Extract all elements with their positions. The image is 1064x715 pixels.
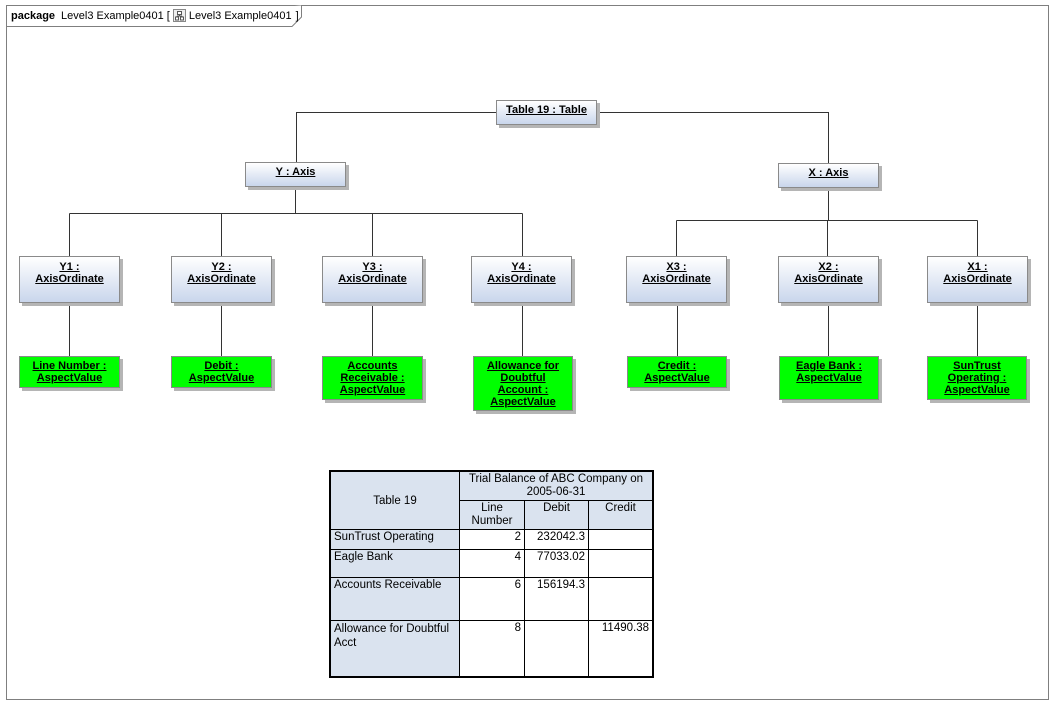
av-eagle-l1: Eagle Bank :: [795, 360, 863, 372]
bracket-open: [: [166, 9, 170, 22]
y4-label-line2: AxisOrdinate: [487, 273, 556, 285]
av-line-l1: Line Number :: [32, 360, 107, 372]
av-credit-l1: Credit :: [657, 360, 697, 372]
connector-y-axis-bus: [69, 187, 523, 214]
table-title: Trial Balance of ABC Company on 2005-06-…: [459, 470, 654, 501]
package-tab-label: package Level3 Example0401 [ Level3 Exam…: [11, 9, 299, 22]
av-eagle-l2: AspectValue: [796, 372, 862, 384]
table-19-node[interactable]: Table 19 : Table: [496, 100, 597, 125]
col-header-line-number: Line Number: [459, 500, 525, 530]
av-suntrust-l1: SunTrust: [953, 360, 1001, 372]
row-label: Eagle Bank: [329, 549, 460, 578]
x1-ordinate-node[interactable]: X1 :AxisOrdinate: [927, 256, 1028, 303]
package-tab-shape: [6, 5, 302, 27]
table-row: SunTrust Operating 2 232042.3: [329, 529, 654, 550]
av-suntrust-l3: AspectValue: [944, 384, 1010, 396]
row-line: 4: [459, 549, 525, 578]
x3-label-line1: X3 :: [666, 261, 687, 273]
row-debit: 232042.3: [524, 529, 589, 550]
class-diagram-icon: [172, 9, 186, 22]
diagram-name: Level3 Example0401: [188, 9, 292, 22]
row-line: 8: [459, 620, 525, 677]
av-allow-l2: Doubtful: [500, 372, 546, 384]
connector-table-y-axis: [296, 112, 496, 162]
row-credit: [588, 549, 654, 578]
x-axis-node-label: X : Axis: [808, 167, 849, 179]
x3-label-line2: AxisOrdinate: [642, 273, 711, 285]
col-header-credit: Credit: [588, 500, 654, 530]
av-debit-l2: AspectValue: [188, 372, 255, 384]
x3-ordinate-node[interactable]: X3 :AxisOrdinate: [626, 256, 727, 303]
av-ar-l2: Receivable :: [340, 372, 405, 384]
av-suntrust-l2: Operating :: [947, 372, 1007, 384]
av-allow-l3: Account :: [497, 384, 549, 396]
y2-ordinate-node[interactable]: Y2 :AxisOrdinate: [171, 256, 272, 303]
table-19-node-label: Table 19 : Table: [506, 104, 587, 116]
y-axis-node-label: Y : Axis: [275, 166, 316, 178]
av-ar-l3: AspectValue: [339, 384, 406, 396]
x2-ordinate-node[interactable]: X2 :AxisOrdinate: [778, 256, 879, 303]
av-allow-l4: AspectValue: [490, 396, 556, 408]
table-row: Eagle Bank 4 77033.02: [329, 549, 654, 578]
connector-table-x-axis: [597, 112, 829, 163]
y2-label-line2: AxisOrdinate: [187, 273, 256, 285]
row-label: Accounts Receivable: [329, 577, 460, 621]
y1-label-line2: AxisOrdinate: [35, 273, 104, 285]
y4-ordinate-node[interactable]: Y4 :AxisOrdinate: [471, 256, 572, 303]
eagle-bank-aspect-node[interactable]: Eagle Bank :AspectValue: [779, 356, 879, 400]
row-debit: 156194.3: [524, 577, 589, 621]
package-frame: [6, 5, 1049, 700]
x2-label-line1: X2 :: [818, 261, 839, 273]
av-credit-l2: AspectValue: [644, 372, 710, 384]
y2-label-line1: Y2 :: [211, 261, 232, 273]
table-row: Accounts Receivable 6 156194.3: [329, 577, 654, 621]
y4-label-line1: Y4 :: [511, 261, 532, 273]
row-credit: [588, 577, 654, 621]
av-allow-l1: Allowance for: [486, 360, 560, 372]
y1-label-line1: Y1 :: [59, 261, 80, 273]
row-line: 2: [459, 529, 525, 550]
y1-ordinate-node[interactable]: Y1 :AxisOrdinate: [19, 256, 120, 303]
av-debit-l1: Debit :: [204, 360, 239, 372]
row-label: Allowance for Doubtful Acct: [329, 620, 460, 677]
credit-aspect-node[interactable]: Credit :AspectValue: [627, 356, 727, 388]
x1-label-line1: X1 :: [967, 261, 988, 273]
line-number-aspect-node[interactable]: Line Number :AspectValue: [19, 356, 120, 388]
av-line-l2: AspectValue: [36, 372, 103, 384]
debit-aspect-node[interactable]: Debit :AspectValue: [171, 356, 272, 388]
y3-label-line2: AxisOrdinate: [338, 273, 407, 285]
row-credit: 11490.38: [588, 620, 654, 677]
y3-label-line1: Y3 :: [362, 261, 383, 273]
connector-x-axis-bus: [676, 188, 978, 221]
y-axis-node[interactable]: Y : Axis: [245, 162, 346, 187]
trial-balance-table: Table 19 Trial Balance of ABC Company on…: [329, 470, 654, 678]
y3-ordinate-node[interactable]: Y3 :AxisOrdinate: [322, 256, 423, 303]
x2-label-line2: AxisOrdinate: [794, 273, 863, 285]
package-name: Level3 Example0401: [61, 9, 164, 22]
x1-label-line2: AxisOrdinate: [943, 273, 1012, 285]
row-debit: 77033.02: [524, 549, 589, 578]
bracket-close: ]: [295, 9, 299, 22]
col-header-debit: Debit: [524, 500, 589, 530]
table-row: Allowance for Doubtful Acct 8 11490.38: [329, 620, 654, 677]
package-keyword: package: [11, 9, 56, 22]
table-corner: Table 19: [329, 470, 460, 530]
row-credit: [588, 529, 654, 550]
x-axis-node[interactable]: X : Axis: [778, 163, 879, 188]
row-line: 6: [459, 577, 525, 621]
av-ar-l1: Accounts: [347, 360, 398, 372]
row-debit: [524, 620, 589, 677]
row-label: SunTrust Operating: [329, 529, 460, 550]
